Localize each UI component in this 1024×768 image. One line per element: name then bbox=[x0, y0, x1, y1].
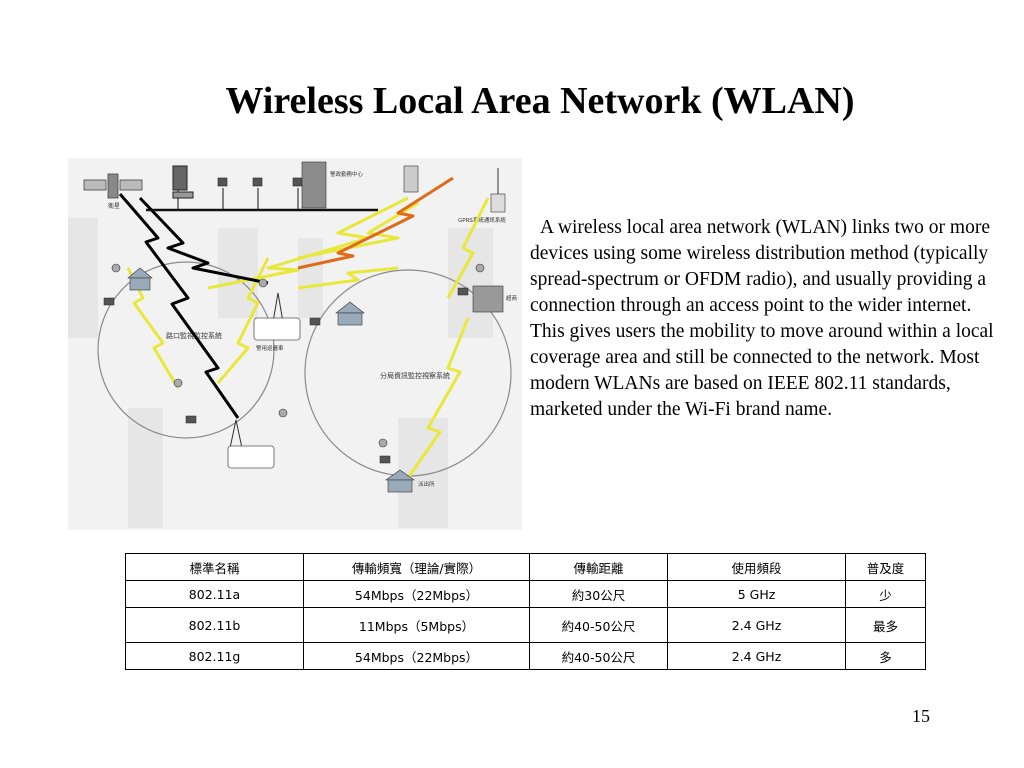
house-icon bbox=[127, 267, 415, 493]
table-row: 802.11g 54Mbps（22Mbps） 約40-50公尺 2.4 GHz … bbox=[125, 642, 926, 670]
wlan-network-diagram: 路口監視監控系統 分局資訊監控視察系統 衛星 警政 bbox=[68, 158, 522, 530]
header-cell: 傳輸頻寬（理論/實際） bbox=[303, 553, 530, 581]
table-cell: 多 bbox=[845, 642, 926, 670]
table-header-row: 標準名稱 傳輸頻寬（理論/實際） 傳輸距離 使用頻段 普及度 bbox=[125, 553, 926, 581]
center-label: 警政勤務中心 bbox=[330, 170, 364, 178]
right-zone-label: 分局資訊監控視察系統 bbox=[380, 371, 450, 380]
table-cell: 54Mbps（22Mbps） bbox=[303, 642, 530, 670]
table-row: 802.11b 11Mbps（5Mbps） 約40-50公尺 2.4 GHz 最… bbox=[125, 607, 926, 643]
table-cell: 最多 bbox=[845, 607, 926, 643]
header-cell: 普及度 bbox=[845, 553, 926, 581]
laptop-icons bbox=[103, 287, 469, 464]
table-row: 802.11a 54Mbps（22Mbps） 約30公尺 5 GHz 少 bbox=[125, 580, 926, 608]
wlan-description: A wireless local area network (WLAN) lin… bbox=[530, 217, 994, 420]
table-cell: 約40-50公尺 bbox=[529, 607, 668, 643]
wlan-diagram-svg: 路口監視監控系統 分局資訊監控視察系統 衛星 警政 bbox=[68, 161, 518, 528]
page-number: 15 bbox=[912, 706, 930, 726]
header-cell: 使用頻段 bbox=[667, 553, 846, 581]
left-coverage-zone bbox=[97, 261, 275, 439]
header-cell: 標準名稱 bbox=[125, 553, 304, 581]
table-cell: 5 GHz bbox=[667, 580, 846, 608]
wifi-standards-table: 標準名稱 傳輸頻寬（理論/實際） 傳輸距離 使用頻段 普及度 802.11a 5… bbox=[125, 553, 926, 670]
gprs-tower-icon: GPRS系統通訊系統 bbox=[403, 165, 506, 224]
table-cell: 2.4 GHz bbox=[667, 607, 846, 643]
table-cell: 802.11a bbox=[125, 580, 304, 608]
table-cell: 少 bbox=[845, 580, 926, 608]
satellite-label: 衛星 bbox=[108, 202, 120, 210]
table-cell: 約30公尺 bbox=[529, 580, 668, 608]
police-box-label: 派出所 bbox=[418, 480, 435, 488]
police-car-label: 警用巡邏車 bbox=[256, 344, 284, 352]
backbone-drops bbox=[177, 188, 299, 210]
dish-antenna-icons bbox=[111, 263, 485, 448]
store-label: 超商 bbox=[506, 294, 518, 302]
table-cell: 54Mbps（22Mbps） bbox=[303, 580, 530, 608]
table-cell: 2.4 GHz bbox=[667, 642, 846, 670]
satellite-icon: 衛星 bbox=[83, 173, 143, 210]
gprs-label: GPRS系統通訊系統 bbox=[458, 216, 506, 224]
table-cell: 802.11g bbox=[125, 642, 304, 670]
police-car-icon: 警用巡邏車 bbox=[227, 317, 301, 469]
office-building-icon: 警政勤務中心 bbox=[301, 161, 364, 209]
table-cell: 約40-50公尺 bbox=[529, 642, 668, 670]
server-rack-icon bbox=[172, 165, 194, 199]
skyline-background bbox=[68, 218, 493, 528]
table-cell: 802.11b bbox=[125, 607, 304, 643]
wireless-links-black bbox=[118, 193, 269, 419]
radio-tower-icon bbox=[229, 292, 285, 449]
table-cell: 11Mbps（5Mbps） bbox=[303, 607, 530, 643]
slide-title: Wireless Local Area Network (WLAN) bbox=[225, 80, 855, 122]
header-cell: 傳輸距離 bbox=[529, 553, 668, 581]
wireless-links-orange bbox=[297, 176, 454, 270]
workstation-icons bbox=[217, 177, 303, 187]
store-building-icon: 超商 bbox=[472, 285, 518, 313]
